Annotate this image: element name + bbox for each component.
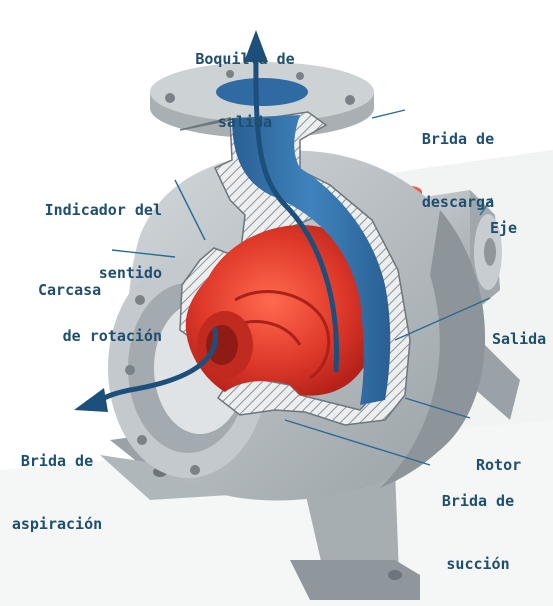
label-suction-inlet-flange: Brida de aspiración (2, 409, 112, 556)
label-shaft: Eje (490, 176, 530, 260)
label-suction-flange: Brida de succión (428, 449, 528, 596)
label-outlet-nozzle: Boquilla de salida (178, 7, 312, 154)
label-outlet: Salida (492, 287, 552, 371)
label-casing: Carcasa (38, 238, 118, 322)
